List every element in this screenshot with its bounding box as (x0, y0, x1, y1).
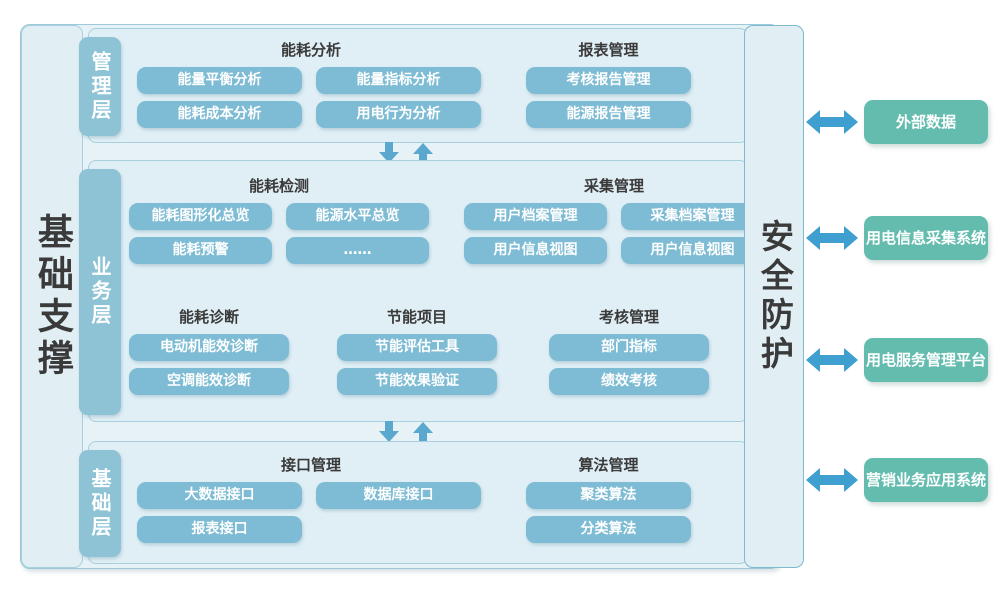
group-title: 接口管理 (280, 456, 341, 474)
arrow-left-right-icon (806, 348, 858, 372)
arrow-down-icon (379, 142, 399, 163)
chip-row: 大数据接口 数据库接口 (137, 482, 485, 509)
security-panel: 安全防护 (744, 25, 804, 568)
arrow-up-icon (413, 143, 433, 164)
chip-row: 考核报告管理 (526, 67, 691, 94)
external-system-row: 外部数据 (806, 100, 988, 144)
external-system-row: 用电服务管理平台 (806, 338, 988, 382)
group-title: 能耗诊断 (178, 308, 239, 326)
chip-row: 节能评估工具 (337, 334, 497, 361)
arrow-left-right-icon (806, 468, 858, 492)
chip-row: 空调能效诊断 (129, 368, 289, 395)
chip-classification-algorithm[interactable]: 分类算法 (526, 516, 691, 543)
external-system-row: 用电信息采集系统 (806, 216, 988, 260)
chip-motor-efficiency-diagnosis[interactable]: 电动机能效诊断 (129, 334, 289, 361)
chip-energy-level-overview[interactable]: 能源水平总览 (286, 203, 429, 230)
chip-energy-report-management[interactable]: 能源报告管理 (526, 101, 691, 128)
chip-energy-graphical-overview[interactable]: 能耗图形化总览 (129, 203, 272, 230)
chip-report-interface[interactable]: 报表接口 (137, 516, 302, 543)
external-system-box[interactable]: 营销业务应用系统 (864, 458, 988, 502)
chip-row: 分类算法 (526, 516, 691, 543)
support-panel: 基础支撑 (21, 25, 83, 568)
layer-tab-base: 基础层 (79, 450, 121, 557)
external-system-box[interactable]: 用电信息采集系统 (864, 216, 988, 260)
chip-row: 能耗成本分析 用电行为分析 (137, 101, 485, 128)
arrow-up-icon (413, 422, 433, 443)
support-panel-label: 基础支撑 (31, 212, 73, 381)
external-system-row: 营销业务应用系统 (806, 458, 988, 502)
group-title: 采集管理 (583, 177, 644, 195)
group-assessment-management: 考核管理 部门指标 绩效考核 (549, 306, 709, 402)
external-system-box[interactable]: 外部数据 (864, 100, 988, 144)
chip-bigdata-interface[interactable]: 大数据接口 (137, 482, 302, 509)
chip-energy-index-analysis[interactable]: 能量指标分析 (316, 67, 481, 94)
chip-row: 用户档案管理 采集档案管理 (464, 203, 764, 230)
chip-energy-saving-effect-verification[interactable]: 节能效果验证 (337, 368, 497, 395)
group-report-management: 报表管理 考核报告管理 能源报告管理 (526, 39, 691, 135)
chip-database-interface[interactable]: 数据库接口 (316, 482, 481, 509)
chip-row: 能耗图形化总览 能源水平总览 (129, 203, 429, 230)
layer-base: 基础层 接口管理 大数据接口 数据库接口 报表接口 算法管理 聚类算法 分类算法 (79, 441, 748, 564)
chip-row: 节能效果验证 (337, 368, 497, 395)
layer-tab-label: 管理层 (88, 50, 112, 123)
group-title: 能耗检测 (248, 177, 309, 195)
chip-row: 报表接口 (137, 516, 485, 543)
chip-row: 能量平衡分析 能量指标分析 (137, 67, 485, 94)
chip-row: 聚类算法 (526, 482, 691, 509)
chip-row: 绩效考核 (549, 368, 709, 395)
group-collection-management: 采集管理 用户档案管理 采集档案管理 用户信息视图 用户信息视图 (464, 175, 764, 271)
chip-assessment-report-management[interactable]: 考核报告管理 (526, 67, 691, 94)
group-interface-management: 接口管理 大数据接口 数据库接口 报表接口 (137, 454, 485, 550)
chip-user-info-view-2[interactable]: 用户信息视图 (621, 237, 764, 264)
chip-performance-assessment[interactable]: 绩效考核 (549, 368, 709, 395)
chip-clustering-algorithm[interactable]: 聚类算法 (526, 482, 691, 509)
group-energy-analysis: 能耗分析 能量平衡分析 能量指标分析 能耗成本分析 用电行为分析 (137, 39, 485, 135)
arrow-left-right-icon (806, 110, 858, 134)
chip-more-ellipsis[interactable]: …… (286, 237, 429, 264)
chip-collection-archive-management[interactable]: 采集档案管理 (621, 203, 764, 230)
arrow-pair-bottom (378, 421, 434, 443)
chip-row: 用户信息视图 用户信息视图 (464, 237, 764, 264)
layer-tab-label: 业务层 (88, 256, 112, 328)
chip-energy-saving-assessment-tool[interactable]: 节能评估工具 (337, 334, 497, 361)
group-title: 节能项目 (386, 308, 447, 326)
chip-department-index[interactable]: 部门指标 (549, 334, 709, 361)
group-energy-monitoring: 能耗检测 能耗图形化总览 能源水平总览 能耗预警 …… (129, 175, 429, 271)
layer-management: 管理层 能耗分析 能量平衡分析 能量指标分析 能耗成本分析 用电行为分析 报表管… (79, 28, 748, 143)
group-algorithm-management: 算法管理 聚类算法 分类算法 (526, 454, 691, 550)
group-title: 算法管理 (578, 456, 639, 474)
layer-tab-label: 基础层 (88, 467, 112, 540)
chip-user-info-view-1[interactable]: 用户信息视图 (464, 237, 607, 264)
chip-user-archive-management[interactable]: 用户档案管理 (464, 203, 607, 230)
arrow-down-icon (379, 421, 399, 442)
external-system-box[interactable]: 用电服务管理平台 (864, 338, 988, 382)
layer-business: 业务层 能耗检测 能耗图形化总览 能源水平总览 能耗预警 …… 采集管理 用户档… (79, 160, 764, 422)
chip-hvac-efficiency-diagnosis[interactable]: 空调能效诊断 (129, 368, 289, 395)
chip-row: 能耗预警 …… (129, 237, 429, 264)
group-energy-saving-project: 节能项目 节能评估工具 节能效果验证 (337, 306, 497, 402)
chip-energy-warning[interactable]: 能耗预警 (129, 237, 272, 264)
security-panel-label: 安全防护 (755, 218, 795, 375)
layer-tab-management: 管理层 (79, 37, 121, 136)
group-title: 报表管理 (578, 41, 639, 59)
chip-row: 电动机能效诊断 (129, 334, 289, 361)
chip-energy-cost-analysis[interactable]: 能耗成本分析 (137, 101, 302, 128)
group-title: 考核管理 (598, 308, 659, 326)
group-energy-diagnosis: 能耗诊断 电动机能效诊断 空调能效诊断 (129, 306, 289, 402)
arrow-pair-top (378, 142, 434, 164)
group-title: 能耗分析 (280, 41, 341, 59)
layer-tab-business: 业务层 (79, 169, 121, 415)
chip-row: 能源报告管理 (526, 101, 691, 128)
chip-row: 部门指标 (549, 334, 709, 361)
arrow-left-right-icon (806, 226, 858, 250)
chip-electricity-behavior-analysis[interactable]: 用电行为分析 (316, 101, 481, 128)
chip-energy-balance-analysis[interactable]: 能量平衡分析 (137, 67, 302, 94)
